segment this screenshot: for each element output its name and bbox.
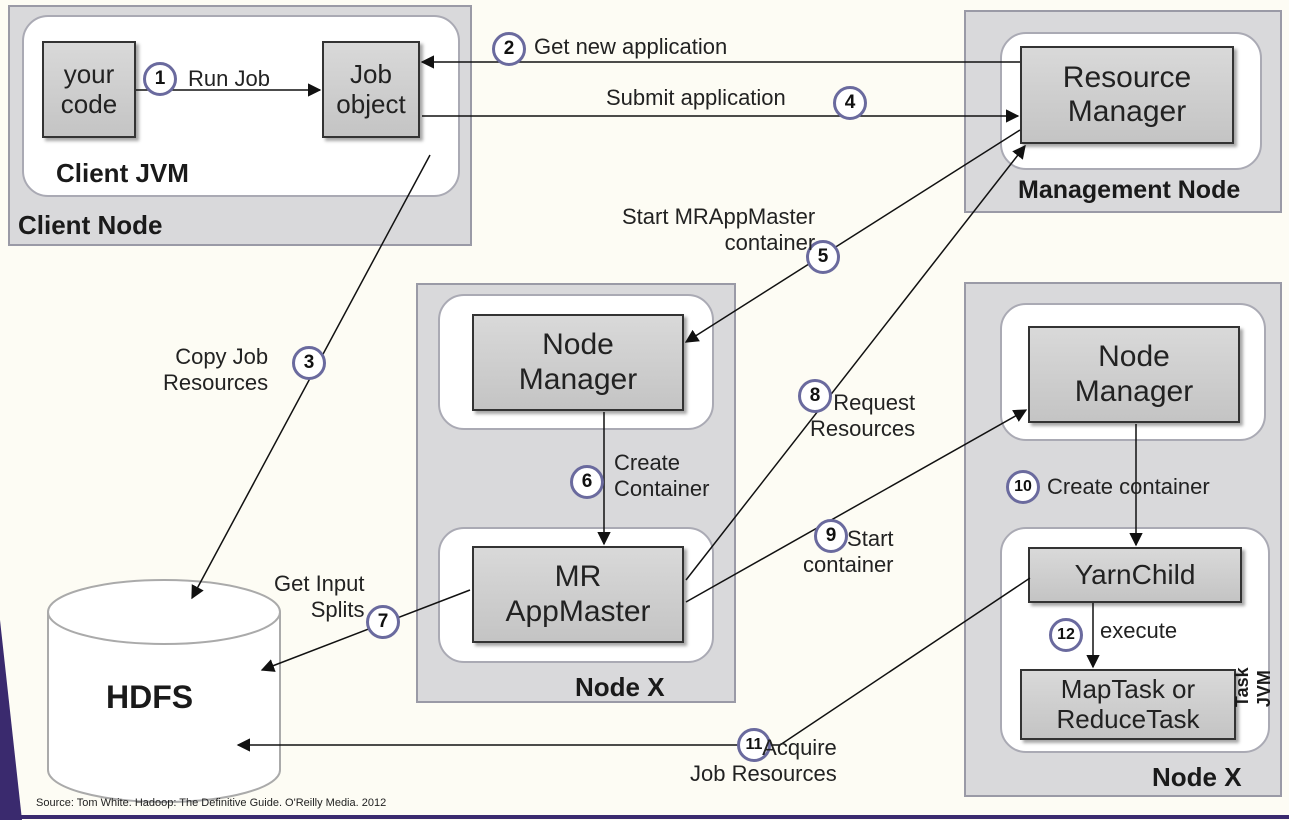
step-4-marker: 4 <box>833 86 867 120</box>
arrow-request-resources <box>685 144 1026 581</box>
step-1-marker: 1 <box>143 62 177 96</box>
arrow-acquire-job-resources <box>236 577 1031 752</box>
step-11-label: Acquire Job Resources <box>690 735 837 787</box>
yarnchild-box: YarnChild <box>1028 547 1242 603</box>
slide-decoration-left <box>0 620 22 820</box>
step-6-marker: 6 <box>570 465 604 499</box>
client-node-label: Client Node <box>18 210 163 240</box>
your-code-box: your code <box>42 41 136 138</box>
hdfs-label: HDFS <box>106 679 194 715</box>
node-x-middle-label: Node X <box>575 672 665 702</box>
step-10-label: Create container <box>1047 474 1210 499</box>
step-3-label: Copy Job Resources <box>163 344 269 396</box>
node-x-right-label: Node X <box>1152 762 1242 792</box>
hdfs-cylinder <box>47 579 281 803</box>
arrow-get-input-splits <box>260 589 471 672</box>
step-3-marker: 3 <box>292 346 326 380</box>
step-9-label: Start container <box>803 526 894 578</box>
job-object-box: Job object <box>322 41 420 138</box>
step-12-label: execute <box>1100 618 1178 643</box>
step-12-marker: 12 <box>1049 618 1083 652</box>
resource-manager-box: Resource Manager <box>1020 46 1234 144</box>
source-citation: Source: Tom White. Hadoop: The Definitiv… <box>36 797 387 809</box>
step-8-label: Request Resources <box>810 390 916 442</box>
step-7-marker: 7 <box>366 605 400 639</box>
node-manager-box-right: Node Manager <box>1028 326 1240 423</box>
task-box: MapTask or ReduceTask <box>1020 669 1236 740</box>
step-2-label: Get new application <box>534 34 728 59</box>
node-manager-box-middle: Node Manager <box>472 314 684 411</box>
step-2-marker: 2 <box>492 32 526 66</box>
slide-decoration-bottom <box>0 815 1289 819</box>
step-8-marker: 8 <box>798 379 832 413</box>
step-10-marker: 10 <box>1006 470 1040 504</box>
step-4-label: Submit application <box>606 85 786 110</box>
arrow-start-mrappmaster <box>684 129 1021 343</box>
step-9-marker: 9 <box>814 519 848 553</box>
mr-appmaster-box: MR AppMaster <box>472 546 684 643</box>
arrow-start-container <box>685 409 1028 603</box>
step-11-marker: 11 <box>737 728 771 762</box>
step-5-marker: 5 <box>806 240 840 274</box>
step-6-label: Create Container <box>614 450 710 502</box>
step-1-label: Run Job <box>188 66 270 91</box>
client-jvm-label: Client JVM <box>56 158 189 188</box>
management-node-label: Management Node <box>1018 176 1241 204</box>
step-5-label: Start MRAppMaster container <box>622 204 816 256</box>
step-7-label: Get Input Splits <box>274 571 365 623</box>
